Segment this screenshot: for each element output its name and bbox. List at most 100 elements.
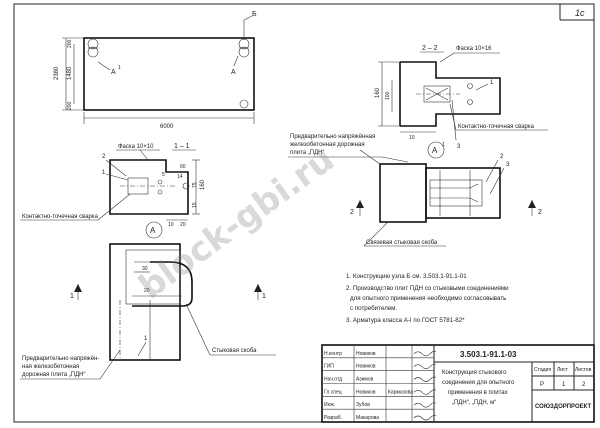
sheet-frame — [13, 3, 595, 423]
section-1-1-dim-5: 5 — [162, 172, 165, 178]
node-a-cut-left: 2 — [350, 209, 354, 216]
node-a-bracket-note: Связевая стыковая скоба — [366, 240, 438, 246]
section-1-1-welding-note: Контактно-точечная сварка — [22, 214, 99, 220]
title-block-name: Макарова — [356, 415, 379, 421]
svg-text:1: 1 — [442, 142, 445, 148]
dim-width: 6000 — [160, 124, 174, 130]
node-a-lower-cut-right: 1 — [262, 293, 266, 300]
section-1-1-dim-60: 60 — [180, 164, 186, 170]
title-line2: соединения для опытного — [442, 380, 515, 386]
node-a-lower-cut-left: 1 — [70, 293, 74, 300]
section-1-1-dim-75: 75 — [192, 182, 198, 188]
plate-outline — [83, 37, 255, 111]
dim-inner: 1480 — [67, 66, 73, 80]
title-block-role: ГИП — [324, 364, 334, 370]
mark-a1: А — [111, 69, 116, 76]
section-1-1-callout-1: 1 — [102, 170, 106, 176]
title-block-name: Зубов — [356, 402, 370, 408]
signature-scribble — [413, 415, 437, 421]
sheet-value: 1 — [562, 382, 566, 388]
section-1-1-title: 1 – 1 — [174, 143, 190, 150]
note-5: 3. Арматура класса А-I по ГОСТ 5781-82* — [346, 317, 465, 324]
title-block-name: Новиков — [356, 351, 376, 357]
node-a-lower-label: А — [150, 226, 156, 235]
node-a-lower-callout-1: 1 — [144, 336, 148, 342]
sheets-value: 2 — [582, 382, 586, 388]
signature-scribble — [413, 350, 437, 357]
stage-header: Стадия — [534, 367, 551, 373]
title-block: 3.503.1-91.1-03 Конструкция стыкового со… — [321, 344, 595, 423]
title-block-name: Новиков — [356, 364, 376, 370]
title-code: 3.503.1-91.1-03 — [460, 350, 517, 359]
section-2-2-welding-note: Контактно-точечная сварка — [458, 124, 535, 130]
stage-value: Р — [540, 382, 544, 388]
section-2-2-callout-3: 3 — [457, 144, 461, 150]
title-line1: Конструкция стыкового — [442, 370, 507, 376]
section-1-1-dim-15: 15 — [192, 202, 198, 208]
node-a-lower-plate-line1: Предварительно напряжён- — [22, 356, 99, 362]
section-1-1-dim-10: 10 — [168, 222, 174, 228]
title-line4: „ПДН“, „ПДН, м“ — [452, 400, 496, 406]
sheet-header: Лист — [557, 367, 569, 373]
section-2-2-chamfer: Фаска 10×16 — [456, 46, 492, 52]
section-2-2-dim-100: 100 — [385, 91, 391, 100]
title-block-role: Разраб. — [324, 415, 342, 421]
section-1-1-dim-14: 14 — [177, 174, 183, 180]
mark-a: А — [231, 69, 236, 76]
title-block-name: Азимов — [356, 377, 374, 383]
section-1-1-callout-2: 2 — [102, 154, 106, 160]
node-a-lower-dim-30: 30 — [142, 266, 148, 272]
note-1: 1. Конструкцию узла Б см. 3.503.1-91.1-0… — [346, 273, 467, 280]
dim-height: 2380 — [54, 66, 60, 80]
note-2: 2. Производство плит ПДН со стыковыми со… — [346, 285, 509, 292]
plate-note-line1: Предварительно напряжённая — [290, 134, 375, 140]
title-block-extra: Кармазова — [388, 389, 413, 395]
section-1-1-dim-160: 160 — [200, 179, 206, 190]
node-a-detail: А 1 2 3 2 2 Связевая стыковая скоба — [350, 141, 542, 247]
section-1-1-dim-20: 20 — [180, 222, 186, 228]
section-2-2-dim-10: 10 — [409, 135, 415, 141]
title-block-role: Нач.отд — [324, 377, 342, 383]
section-1-1-chamfer: Фаска 10×10 — [118, 144, 154, 150]
node-a-lower-bracket-note: Стыковая скоба — [212, 348, 257, 354]
node-a-lower-plate-line3: дорожная плита „ПДН“ — [22, 372, 86, 378]
dim-left-bottom: 200 — [67, 101, 73, 110]
title-line3: применения в плитах — [448, 390, 508, 396]
plate-note-line3: плита „ПДН“ — [290, 150, 325, 156]
dim-left-top: 200 — [67, 39, 73, 48]
node-a-callout-3: 3 — [506, 162, 510, 168]
node-a-label: А — [432, 146, 438, 155]
section-2-2-dim-160: 160 — [375, 87, 381, 98]
title-block-role: Н.контр — [324, 351, 342, 357]
section-2-2: 2 – 2 Фаска 10×16 160 100 10 1 3 Контакт… — [375, 45, 548, 150]
signature-scribble — [413, 363, 437, 369]
signature-scribble — [413, 376, 437, 382]
node-a-lower-detail: А 30 20 1 1 1 Предварительно напряжён- н… — [20, 221, 276, 380]
node-a-callout-2: 2 — [500, 154, 504, 160]
note-4: с потребителем. — [350, 305, 397, 312]
title-block-role: Гл.спец — [324, 389, 342, 395]
title-block-name: Новиков — [356, 389, 376, 395]
section-1-1: Фаска 10×10 1 – 1 2 1 160 75 15 60 14 5 … — [20, 143, 206, 228]
sheet-number: 1с — [575, 8, 585, 18]
section-2-2-callout-1: 1 — [490, 80, 494, 86]
svg-text:1: 1 — [118, 65, 121, 71]
plate-note: Предварительно напряжённая железобетонна… — [288, 134, 409, 163]
plan-view: 6000 2380 1480 200 200 А 1 Б А — [54, 11, 257, 130]
org-name: СОЮЗДОРПРОЕКТ — [535, 404, 591, 410]
node-a-lower-dim-20: 20 — [144, 288, 150, 294]
section-2-2-title: 2 – 2 — [422, 45, 438, 52]
mark-b: Б — [252, 11, 257, 18]
plate-note-line2: железобетонная дорожная — [290, 142, 365, 148]
signature-scribble — [413, 402, 437, 408]
node-a-cut-right: 2 — [538, 209, 542, 216]
signature-scribble — [413, 389, 437, 395]
watermark: block-gbi.ru — [132, 139, 342, 307]
title-block-role: Инж. — [324, 402, 335, 408]
sheets-header: Листов — [575, 367, 592, 373]
note-3: для опытного применения необходимо согла… — [350, 295, 506, 302]
notes-block: 1. Конструкцию узла Б см. 3.503.1-91.1-0… — [346, 273, 509, 324]
